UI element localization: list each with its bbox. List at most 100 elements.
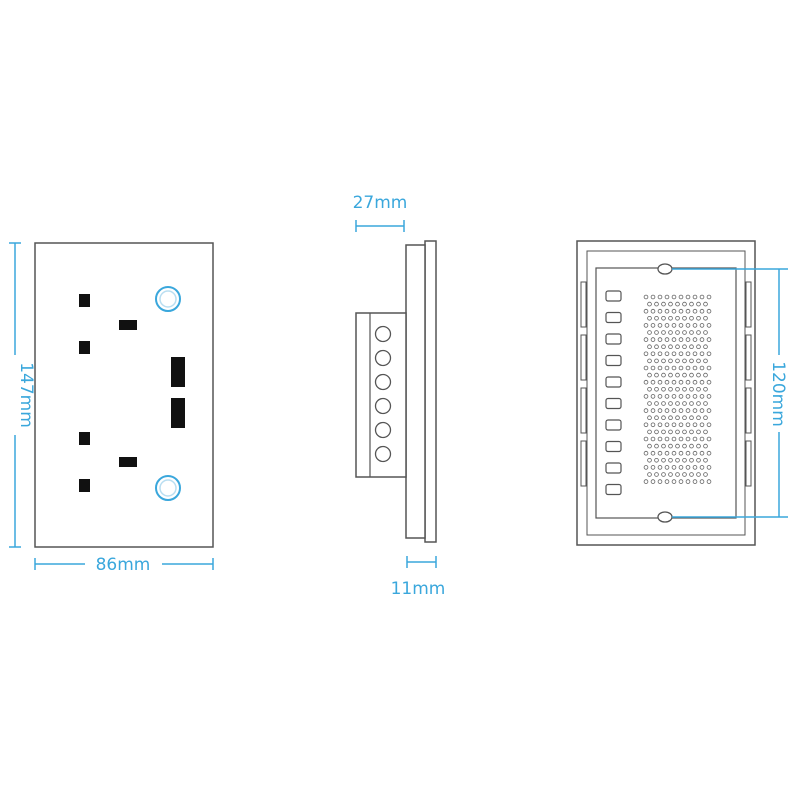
vent-hole [682, 457, 687, 463]
vent-hole [678, 394, 684, 399]
vent-hole [682, 443, 687, 449]
vent-hole [671, 450, 677, 456]
vent-hole [706, 294, 712, 300]
vent-hole [703, 386, 708, 392]
vent-hole [647, 372, 652, 378]
vent-hole [643, 479, 649, 484]
vent-hole [650, 394, 656, 399]
vent-hole [699, 337, 705, 342]
vent-hole [675, 372, 680, 378]
vent-hole [657, 379, 663, 385]
vent-hole [643, 323, 649, 328]
vent-hole [675, 415, 680, 421]
plate-thickness-label: 11mm [391, 579, 446, 599]
vent-hole [671, 323, 677, 328]
vent-hole [696, 372, 701, 378]
vent-hole [650, 365, 656, 371]
vent-hole [682, 386, 687, 392]
vent-hole [678, 365, 684, 371]
vent-hole [657, 394, 663, 399]
vent-hole [696, 429, 701, 435]
vent-hole [682, 472, 687, 477]
vent-hole [682, 344, 687, 350]
vent-hole [706, 323, 712, 328]
vent-hole [706, 479, 712, 484]
vent-hole [650, 436, 656, 442]
vent-hole [643, 308, 649, 314]
vent-hole [689, 386, 694, 392]
vent-hole [654, 472, 659, 477]
vent-hole [692, 337, 698, 342]
vent-hole [675, 472, 680, 477]
vent-hole [654, 443, 659, 449]
vent-hole [664, 436, 670, 442]
vent-hole [664, 479, 670, 484]
vent-hole [654, 315, 659, 321]
width-label: 86mm [96, 555, 151, 575]
vent-hole [678, 465, 684, 470]
vent-hole [678, 479, 684, 484]
vent-hole [692, 365, 698, 371]
vent-hole [699, 450, 705, 456]
vent-hole [685, 323, 691, 328]
usb-port-icon [171, 357, 185, 387]
vent-hole [671, 479, 677, 484]
vent-hole [664, 365, 670, 371]
vent-hole [692, 323, 698, 328]
vent-hole [647, 330, 652, 335]
vent-hole [664, 323, 670, 328]
vent-hole [643, 294, 649, 300]
vent-hole [650, 479, 656, 484]
vent-hole [696, 443, 701, 449]
vent-hole [703, 315, 708, 321]
vent-hole [668, 401, 673, 406]
vent-hole [671, 308, 677, 314]
side-body [405, 244, 426, 539]
vent-hole [678, 294, 684, 300]
vent-hole [671, 422, 677, 428]
vent-hole [699, 323, 705, 328]
vent-hole [678, 308, 684, 314]
vent-hole [654, 386, 659, 392]
socket-pin-icon [79, 341, 90, 354]
vent-hole [657, 479, 663, 484]
terminal-screw-icon [374, 421, 392, 439]
vent-hole [675, 358, 680, 364]
vent-hole [664, 450, 670, 456]
vent-hole [668, 457, 673, 463]
terminal-slot-icon [605, 376, 622, 388]
vent-hole [643, 351, 649, 357]
vent-hole [685, 465, 691, 470]
vent-hole [692, 308, 698, 314]
vent-hole [650, 351, 656, 357]
vent-hole [650, 379, 656, 385]
socket-pin-icon [79, 479, 90, 492]
vent-hole [671, 294, 677, 300]
vent-hole [657, 365, 663, 371]
vent-hole [661, 415, 666, 421]
vent-hole [654, 358, 659, 364]
vent-hole [664, 351, 670, 357]
vent-hole [657, 408, 663, 413]
vent-hole [696, 415, 701, 421]
vent-hole [654, 372, 659, 378]
terminal-slot-icon [605, 311, 622, 324]
vent-hole [689, 301, 694, 307]
vent-holes [643, 294, 712, 484]
vent-hole [661, 315, 666, 321]
side-front-plate [424, 240, 437, 543]
vent-hole [689, 372, 694, 378]
vent-hole [671, 436, 677, 442]
vent-hole [650, 422, 656, 428]
vent-hole [696, 301, 701, 307]
vent-hole [657, 436, 663, 442]
vent-hole [706, 408, 712, 413]
vent-hole [661, 301, 666, 307]
terminal-slot-icon [605, 483, 622, 496]
vent-hole [692, 479, 698, 484]
back-side-ribs [580, 281, 752, 487]
vent-hole [699, 379, 705, 385]
vent-hole [671, 365, 677, 371]
vent-hole [661, 443, 666, 449]
screw-spacing-dimension [672, 268, 788, 518]
